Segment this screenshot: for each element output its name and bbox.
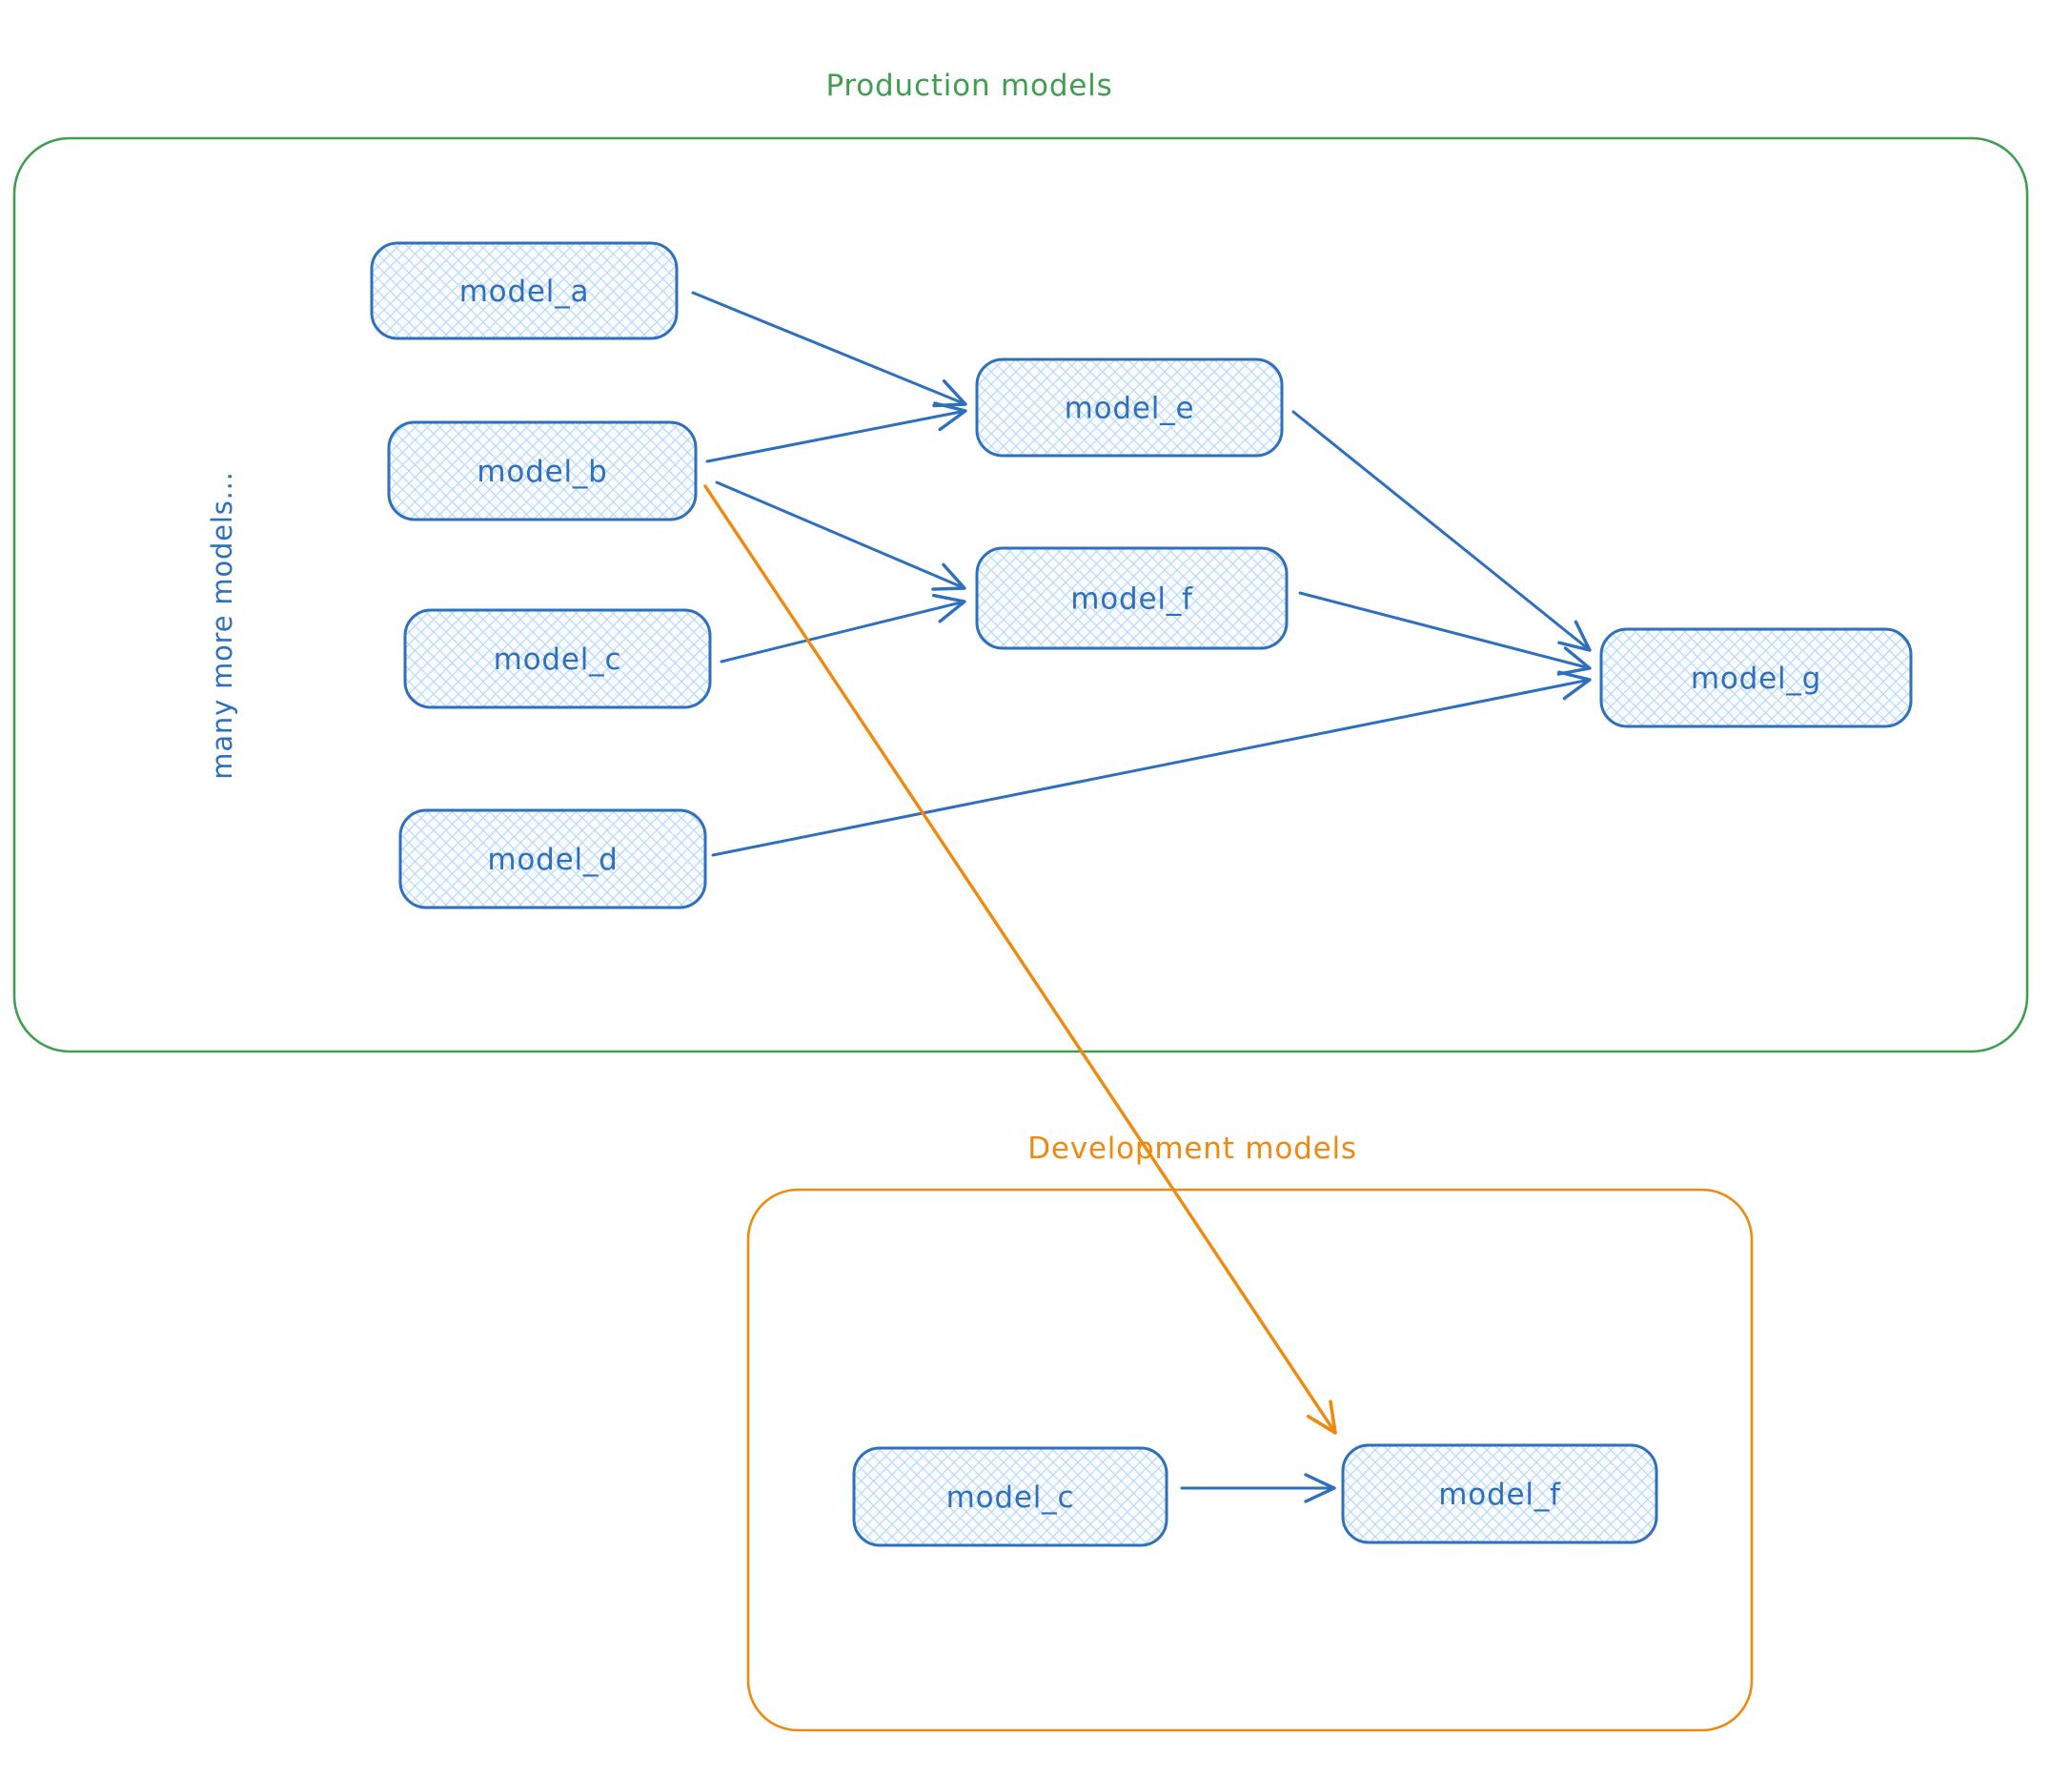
node-model_c-label: model_c [494, 643, 622, 677]
production-frame [12, 136, 2029, 1053]
edge-model_d-model_g [711, 670, 1592, 857]
development-frame [746, 1188, 1754, 1732]
node-model_e-label: model_e [1065, 392, 1195, 426]
node-dev_model_f-box [1341, 1443, 1658, 1544]
node-model_f-label: model_f [1070, 582, 1193, 617]
edge-model_c-model_f [720, 593, 966, 663]
node-model_a-label: model_a [459, 275, 590, 309]
node-model_g-label: model_g [1691, 662, 1821, 696]
node-model_a: model_a [370, 241, 679, 340]
edge-model_b-model_e [705, 401, 967, 463]
node-model_d-label: model_d [487, 843, 618, 877]
node-dev_model_c: model_c [852, 1446, 1168, 1547]
node-dev_model_f: model_f [1341, 1443, 1658, 1544]
node-model_b-label: model_b [477, 455, 607, 489]
node-model_g: model_g [1599, 627, 1913, 728]
node-model_b-box [387, 420, 698, 521]
node-model_c-box [403, 608, 712, 709]
node-model_e-box [975, 357, 1284, 458]
edge-model_a-model_e [691, 291, 967, 408]
node-dev_model_c-label: model_c [946, 1480, 1075, 1515]
edge-model_e-model_g [1291, 410, 1592, 652]
node-model_e: model_e [975, 357, 1284, 458]
node-dev_model_f-label: model_f [1438, 1478, 1561, 1512]
development-title: Development models [1027, 1132, 1357, 1166]
edge-model_f-model_g [1298, 591, 1592, 676]
node-dev_model_c-box [852, 1446, 1168, 1547]
node-model_b: model_b [387, 420, 698, 521]
edge-model_b-dev_model_f [703, 484, 1337, 1435]
node-model_c: model_c [403, 608, 712, 709]
node-model_d: model_d [398, 808, 707, 909]
production-title: Production models [825, 69, 1112, 103]
edge-model_b-model_f [715, 480, 966, 591]
node-model_f: model_f [975, 546, 1289, 650]
node-model_g-box [1599, 627, 1913, 728]
node-model_f-box [975, 546, 1289, 650]
side-note-many-more-models: many more models... [206, 471, 238, 779]
node-model_a-box [370, 241, 679, 340]
node-model_d-box [398, 808, 707, 909]
